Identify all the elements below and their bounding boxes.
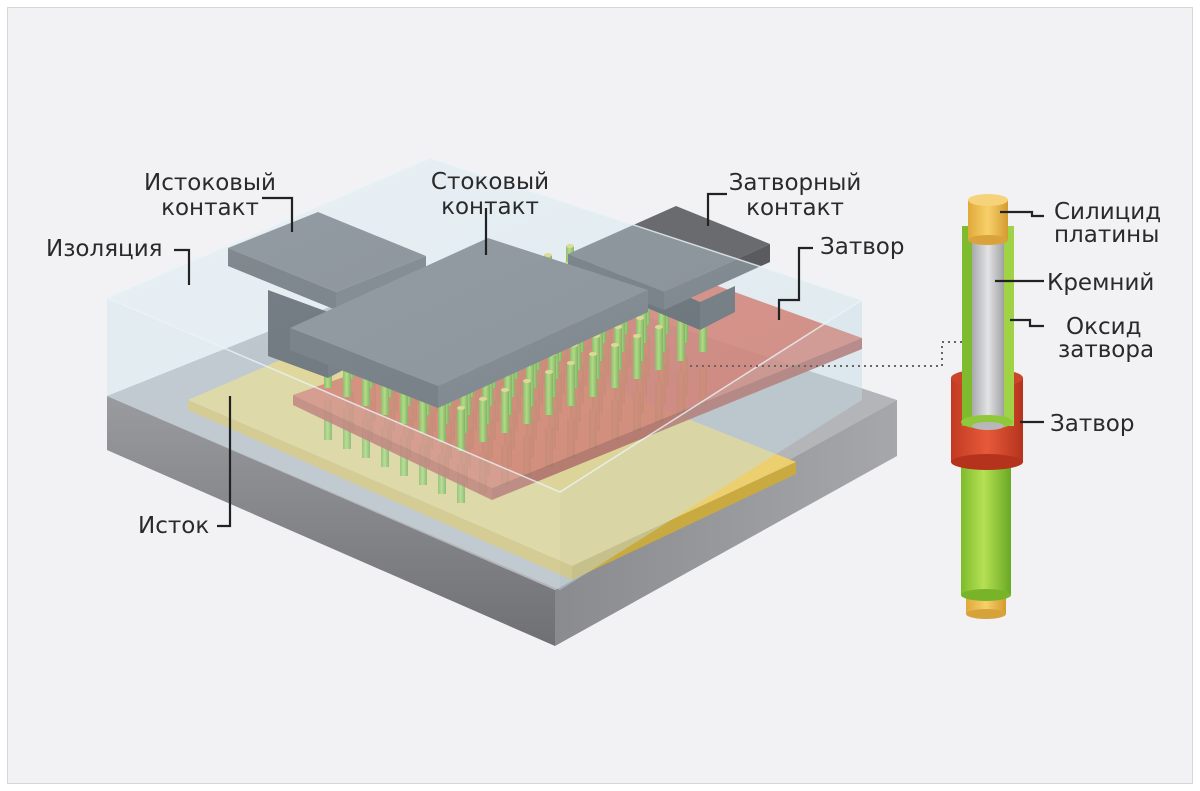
insulation-label: Изоляция — [46, 236, 162, 262]
gate-contact-label-line2: контакт — [746, 195, 844, 221]
silicon-label: Кремний — [1047, 270, 1154, 296]
source-label: Исток — [138, 513, 209, 539]
drain-contact-label-line2: контакт — [441, 194, 539, 220]
silicide-label-line2: платины — [1054, 222, 1159, 248]
gate-oxide-label-line2: затвора — [1058, 337, 1154, 363]
detail-connector — [690, 341, 962, 367]
drain-contact-label-line1: Стоковый — [431, 169, 549, 195]
gate-contact-label-line1: Затворный — [729, 170, 862, 196]
gate-oxide-label-line1: Оксид — [1066, 314, 1142, 340]
insulation-block — [106, 157, 863, 590]
leader-lines — [174, 192, 1044, 528]
silicide-label-line1: Силицид — [1054, 199, 1161, 225]
nanowire-detail — [951, 194, 1023, 619]
source-contact-label-line1: Истоковый — [144, 170, 276, 196]
gate-label: Затвор — [820, 234, 904, 260]
nanowire-gate-label: Затвор — [1050, 411, 1134, 437]
source-contact-label-line2: контакт — [161, 195, 259, 221]
